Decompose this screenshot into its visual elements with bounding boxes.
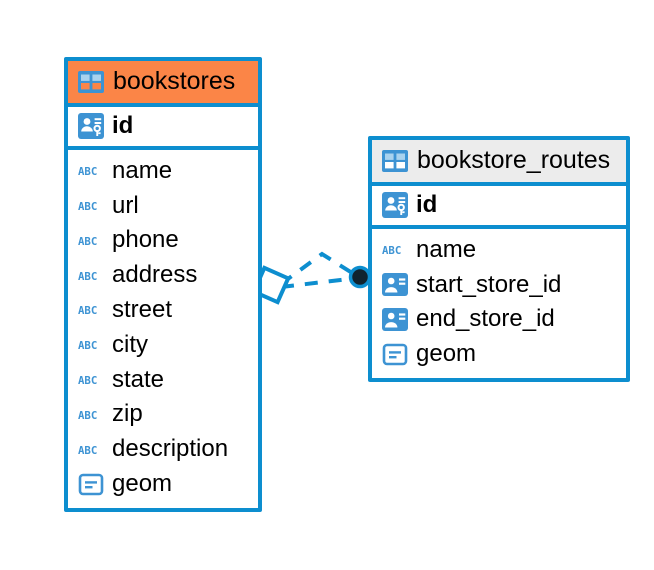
table-icon — [78, 70, 104, 93]
foreign-key-icon — [382, 273, 408, 297]
field-row-geom[interactable]: geom — [68, 467, 258, 502]
geometry-icon — [382, 343, 408, 366]
field-row-address[interactable]: ABC address — [68, 258, 258, 293]
entity-title-bookstores: bookstores — [113, 67, 236, 95]
field-label-geom: geom — [416, 340, 477, 368]
field-label-name: name — [112, 156, 173, 184]
field-row-name[interactable]: ABC name — [372, 233, 626, 268]
field-row-street[interactable]: ABC street — [68, 293, 258, 328]
svg-text:ABC: ABC — [78, 165, 97, 178]
relationship-line-upper — [279, 251, 359, 286]
svg-text:ABC: ABC — [78, 200, 97, 213]
field-row-geom[interactable]: geom — [372, 337, 626, 372]
svg-text:ABC: ABC — [78, 374, 97, 387]
field-label-start-store-id: start_store_id — [416, 270, 562, 298]
abc-text-icon: ABC — [78, 339, 97, 352]
field-row-description[interactable]: ABC description — [68, 432, 258, 467]
field-label-end-store-id: end_store_id — [416, 305, 555, 333]
primary-key-icon — [382, 192, 408, 219]
field-label-zip: zip — [112, 400, 143, 428]
entity-header-bookstores[interactable]: bookstores — [68, 61, 258, 103]
field-label-city: city — [112, 330, 148, 358]
field-row-end-store-id[interactable]: end_store_id — [372, 302, 626, 337]
abc-text-icon: ABC — [382, 244, 401, 257]
svg-text:ABC: ABC — [78, 409, 97, 422]
entity-header-bookstore-routes[interactable]: bookstore_routes — [372, 140, 626, 182]
field-label-address: address — [112, 261, 198, 289]
field-label-phone: phone — [112, 226, 179, 254]
abc-text-icon: ABC — [78, 269, 97, 282]
svg-text:ABC: ABC — [78, 269, 97, 282]
geometry-icon — [78, 473, 104, 496]
field-label-street: street — [112, 295, 173, 323]
svg-text:ABC: ABC — [78, 443, 97, 456]
svg-text:ABC: ABC — [78, 235, 97, 248]
field-row-state[interactable]: ABC state — [68, 363, 258, 398]
table-icon — [382, 149, 408, 172]
fields-section-bookstore-routes: ABC name start_store_id — [372, 229, 626, 378]
svg-text:ABC: ABC — [78, 339, 97, 352]
field-row-phone[interactable]: ABC phone — [68, 223, 258, 258]
field-label-id: id — [112, 112, 134, 139]
abc-text-icon: ABC — [78, 409, 97, 422]
fields-section-bookstores: ABC name ABC url ABC phone ABC — [68, 150, 258, 508]
primary-key-section-bookstore-routes: id — [372, 182, 626, 229]
svg-text:ABC: ABC — [382, 244, 401, 257]
abc-text-icon: ABC — [78, 200, 97, 213]
primary-key-section-bookstores: id — [68, 103, 258, 150]
field-label-name: name — [416, 235, 477, 263]
abc-text-icon: ABC — [78, 374, 97, 387]
field-row-city[interactable]: ABC city — [68, 328, 258, 363]
field-label-geom: geom — [112, 469, 173, 497]
field-row-name[interactable]: ABC name — [68, 154, 258, 189]
primary-key-icon — [78, 113, 104, 140]
entity-table-bookstores[interactable]: bookstores id ABC — [64, 57, 262, 512]
field-row-start-store-id[interactable]: start_store_id — [372, 268, 626, 303]
svg-text:ABC: ABC — [78, 304, 97, 317]
abc-text-icon: ABC — [78, 443, 97, 456]
foreign-key-icon — [382, 308, 408, 332]
field-row-zip[interactable]: ABC zip — [68, 397, 258, 432]
abc-text-icon: ABC — [78, 304, 97, 317]
relationship-line-lower — [280, 276, 358, 289]
field-row-url[interactable]: ABC url — [68, 189, 258, 224]
field-label-id: id — [416, 191, 438, 218]
field-label-url: url — [112, 191, 139, 219]
entity-title-bookstore-routes: bookstore_routes — [417, 146, 611, 174]
filled-circle-endpoint-icon — [348, 265, 372, 289]
field-row-id[interactable]: id — [68, 107, 258, 146]
field-label-state: state — [112, 365, 165, 393]
field-label-description: description — [112, 435, 229, 463]
entity-table-bookstore-routes[interactable]: bookstore_routes id ABC — [368, 136, 630, 382]
field-row-id[interactable]: id — [372, 186, 626, 225]
abc-text-icon: ABC — [78, 235, 97, 248]
abc-text-icon: ABC — [78, 165, 97, 178]
